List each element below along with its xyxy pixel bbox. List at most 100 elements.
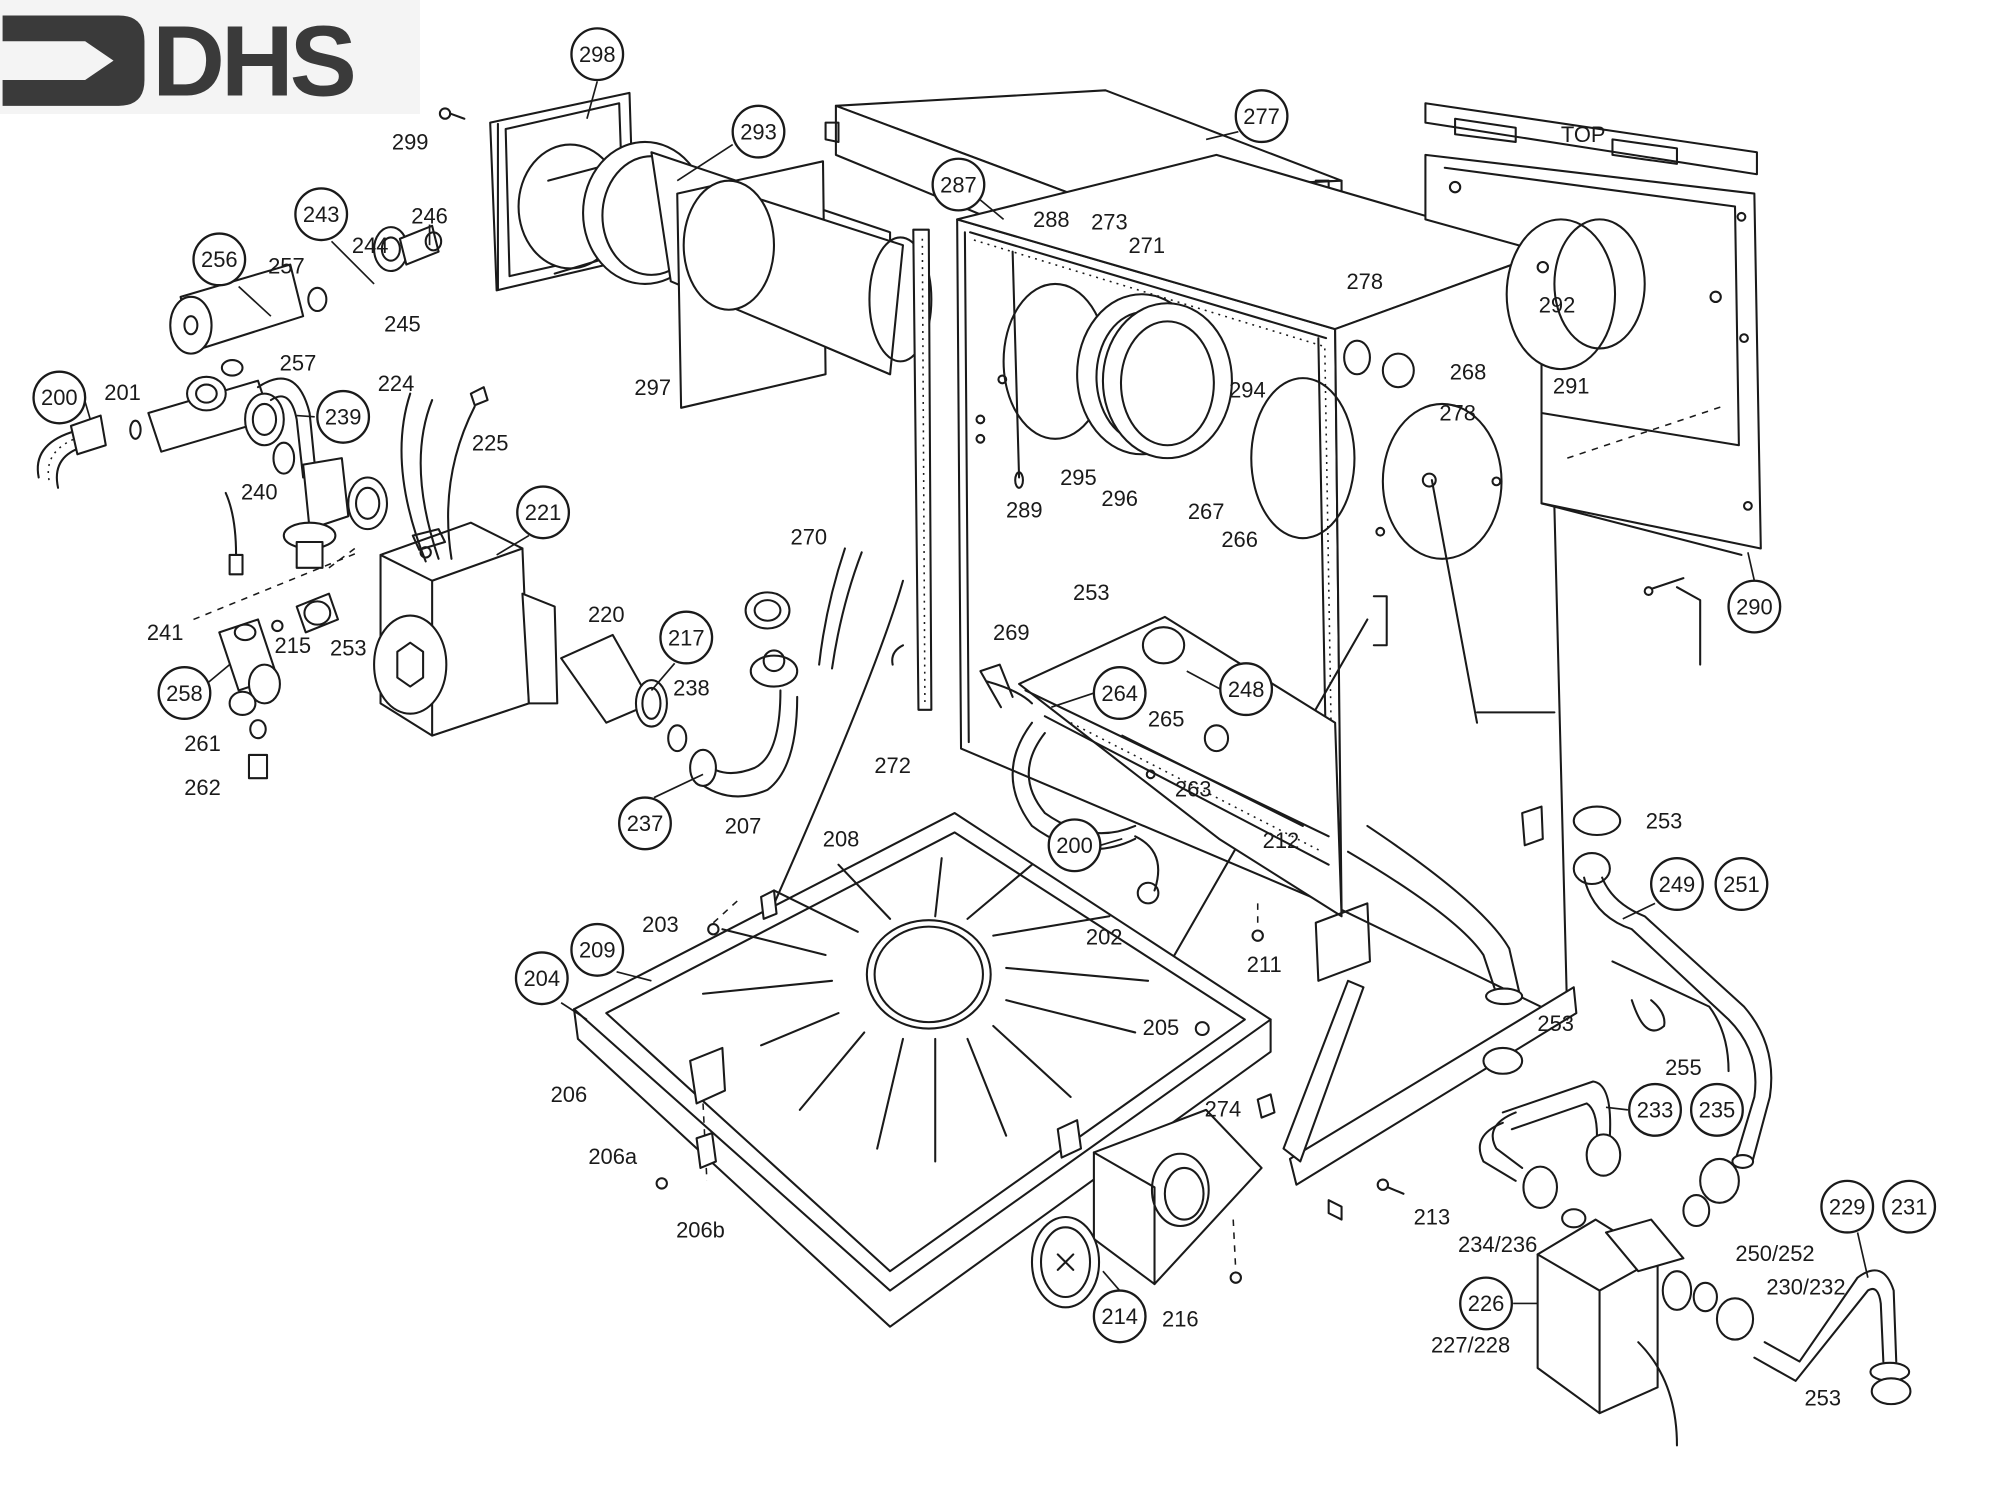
part-callout-290: 290 [1727, 579, 1782, 634]
base-frame [1251, 805, 1578, 1221]
part-callout-264: 264 [1092, 666, 1147, 720]
part-label-299: 299 [392, 130, 429, 155]
part-label-271: 271 [1128, 233, 1165, 258]
part-label-253: 253 [1646, 809, 1683, 834]
part-callout-235: 235 [1689, 1082, 1744, 1137]
part-label-272: 272 [874, 753, 911, 778]
part-callout-293: 293 [731, 104, 786, 159]
valve-group [36, 224, 443, 780]
part-callout-243: 243 [294, 187, 349, 242]
part-label-211: 211 [1247, 952, 1282, 977]
part-number: 233 [1637, 1098, 1674, 1123]
part-number: 277 [1243, 104, 1280, 129]
part-label-269: 269 [993, 620, 1030, 645]
part-label-241: 241 [147, 620, 184, 645]
part-number: 287 [940, 172, 977, 197]
callout-circle [157, 666, 212, 720]
part-label-203: 203 [642, 912, 679, 937]
part-number: 200 [1056, 833, 1093, 858]
part-label-206: 206 [551, 1082, 588, 1107]
part-label-207: 207 [725, 814, 762, 839]
part-label-216: 216 [1162, 1307, 1199, 1332]
part-callout-239: 239 [316, 389, 371, 444]
callout-circle [1234, 89, 1289, 144]
part-number: 231 [1891, 1194, 1928, 1219]
part-number: 235 [1699, 1098, 1736, 1123]
part-number: 229 [1829, 1194, 1866, 1219]
part-label-205: 205 [1143, 1015, 1180, 1040]
callout-circle [1727, 579, 1782, 634]
callout-circle [1219, 662, 1274, 717]
part-callout-248: 248 [1219, 662, 1274, 717]
callout-circle [192, 232, 247, 287]
part-label-257: 257 [268, 254, 305, 279]
part-label-270: 270 [791, 525, 828, 550]
part-label-208: 208 [823, 827, 860, 852]
callout-circle [294, 187, 349, 242]
part-label-206a: 206a [588, 1144, 638, 1169]
part-number: 249 [1659, 872, 1696, 897]
rear-panel-assembly: TOP [1424, 102, 1762, 666]
callout-circle [659, 610, 714, 665]
part-label-266: 266 [1221, 527, 1258, 552]
part-callout-200: 200 [1047, 818, 1102, 873]
part-label-274: 274 [1205, 1096, 1242, 1121]
part-callout-233: 233 [1628, 1082, 1682, 1137]
callout-circle [316, 389, 371, 444]
part-number: 243 [303, 202, 340, 227]
part-number: 239 [325, 405, 362, 430]
part-number: 209 [579, 938, 616, 963]
part-callout-209: 209 [570, 922, 625, 977]
part-label-288: 288 [1033, 207, 1070, 232]
arrow-right-icon [2, 15, 145, 106]
part-number: 200 [41, 385, 78, 410]
part-label-291: 291 [1553, 374, 1590, 399]
part-label-255: 255 [1665, 1055, 1702, 1080]
combustion-tray [573, 812, 1272, 1328]
part-label-253: 253 [1537, 1011, 1574, 1036]
part-label-230-232: 230/232 [1766, 1274, 1845, 1299]
part-label-212: 212 [1263, 828, 1300, 853]
part-label-234-236: 234/236 [1458, 1232, 1537, 1257]
part-label-268: 268 [1450, 359, 1487, 384]
part-label-244: 244 [352, 233, 389, 258]
part-callout-258: 258 [157, 666, 212, 720]
part-label-224: 224 [378, 371, 415, 396]
part-label-215: 215 [275, 633, 312, 658]
callout-circle [1047, 818, 1102, 873]
part-callout-214: 214 [1092, 1289, 1147, 1344]
part-callout-287: 287 [931, 157, 986, 212]
part-callout-217: 217 [659, 610, 714, 665]
part-callout-226: 226 [1459, 1276, 1514, 1331]
part-callout-277: 277 [1234, 89, 1289, 144]
callout-circle [1628, 1082, 1682, 1137]
part-label-238: 238 [673, 676, 710, 701]
part-label-267: 267 [1188, 499, 1225, 524]
callout-circle [1820, 1179, 1875, 1234]
part-label-253: 253 [1804, 1385, 1841, 1410]
part-label-220: 220 [588, 602, 625, 627]
part-number: 290 [1736, 594, 1773, 619]
callout-circle [1882, 1179, 1937, 1234]
part-number: 214 [1101, 1304, 1138, 1329]
callout-circle [570, 922, 625, 977]
part-label-257: 257 [280, 350, 317, 375]
callout-circle [1459, 1276, 1514, 1331]
part-callout-298: 298 [570, 27, 625, 82]
part-callout-249: 249 [1649, 857, 1704, 911]
part-label-240: 240 [241, 479, 278, 504]
part-label-263: 263 [1175, 776, 1212, 801]
part-label-227-228: 227/228 [1431, 1332, 1510, 1357]
part-number: 237 [627, 811, 664, 836]
part-number: 293 [740, 119, 777, 144]
part-callout-200: 200 [32, 370, 87, 425]
part-number: 226 [1468, 1291, 1505, 1316]
dhs-logo: DHS [2, 5, 358, 118]
callout-circle [514, 951, 569, 1006]
callout-circle [32, 370, 87, 425]
part-label-201: 201 [104, 380, 141, 405]
part-callout-256: 256 [192, 232, 247, 287]
part-callout-229: 229 [1820, 1179, 1875, 1234]
part-label-292: 292 [1539, 292, 1576, 317]
